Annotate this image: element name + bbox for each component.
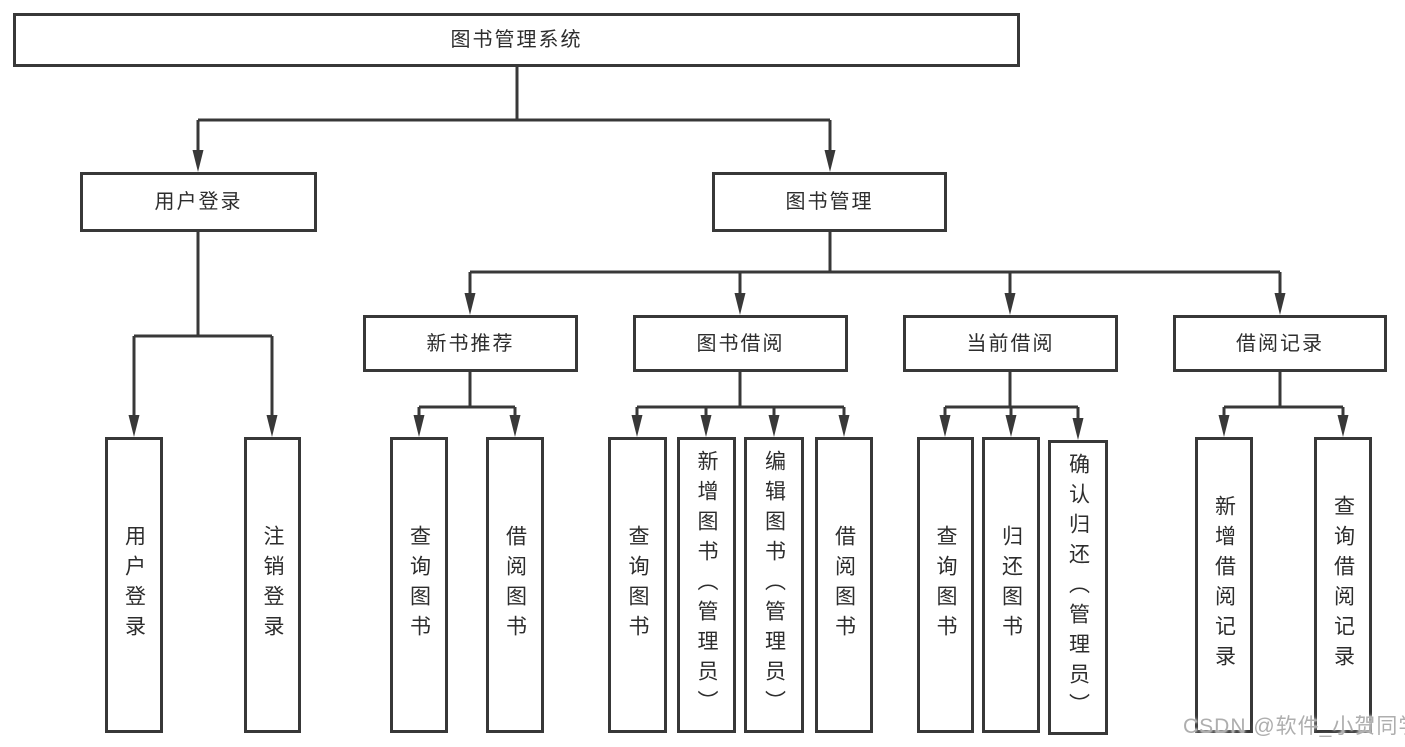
node-user-login: 用户登录 <box>80 172 317 232</box>
leaf-add-book-admin: 新增图书（管理员） <box>677 437 736 733</box>
leaf-borrow-book-2: 借阅图书 <box>815 437 873 733</box>
leaf-query-book-1: 查询图书 <box>390 437 448 733</box>
leaf-confirm-return-admin: 确认归还（管理员） <box>1048 440 1108 735</box>
node-borrow-record: 借阅记录 <box>1173 315 1387 372</box>
leaf-edit-book-admin: 编辑图书（管理员） <box>744 437 804 733</box>
node-book-management: 图书管理 <box>712 172 947 232</box>
leaf-query-borrow-record: 查询借阅记录 <box>1314 437 1372 733</box>
leaf-return-book: 归还图书 <box>982 437 1040 733</box>
leaf-query-book-3: 查询图书 <box>917 437 974 733</box>
node-current-borrow: 当前借阅 <box>903 315 1118 372</box>
node-book-borrow: 图书借阅 <box>633 315 848 372</box>
watermark: CSDN @软件_小贺同学 <box>1183 715 1405 738</box>
node-root: 图书管理系统 <box>13 13 1020 67</box>
leaf-logout: 注销登录 <box>244 437 301 733</box>
leaf-user-login: 用户登录 <box>105 437 163 733</box>
arrowheads <box>128 150 1349 440</box>
leaf-borrow-book-1: 借阅图书 <box>486 437 544 733</box>
leaf-query-book-2: 查询图书 <box>608 437 667 733</box>
node-new-book-recommend: 新书推荐 <box>363 315 578 372</box>
leaf-add-borrow-record: 新增借阅记录 <box>1195 437 1253 733</box>
